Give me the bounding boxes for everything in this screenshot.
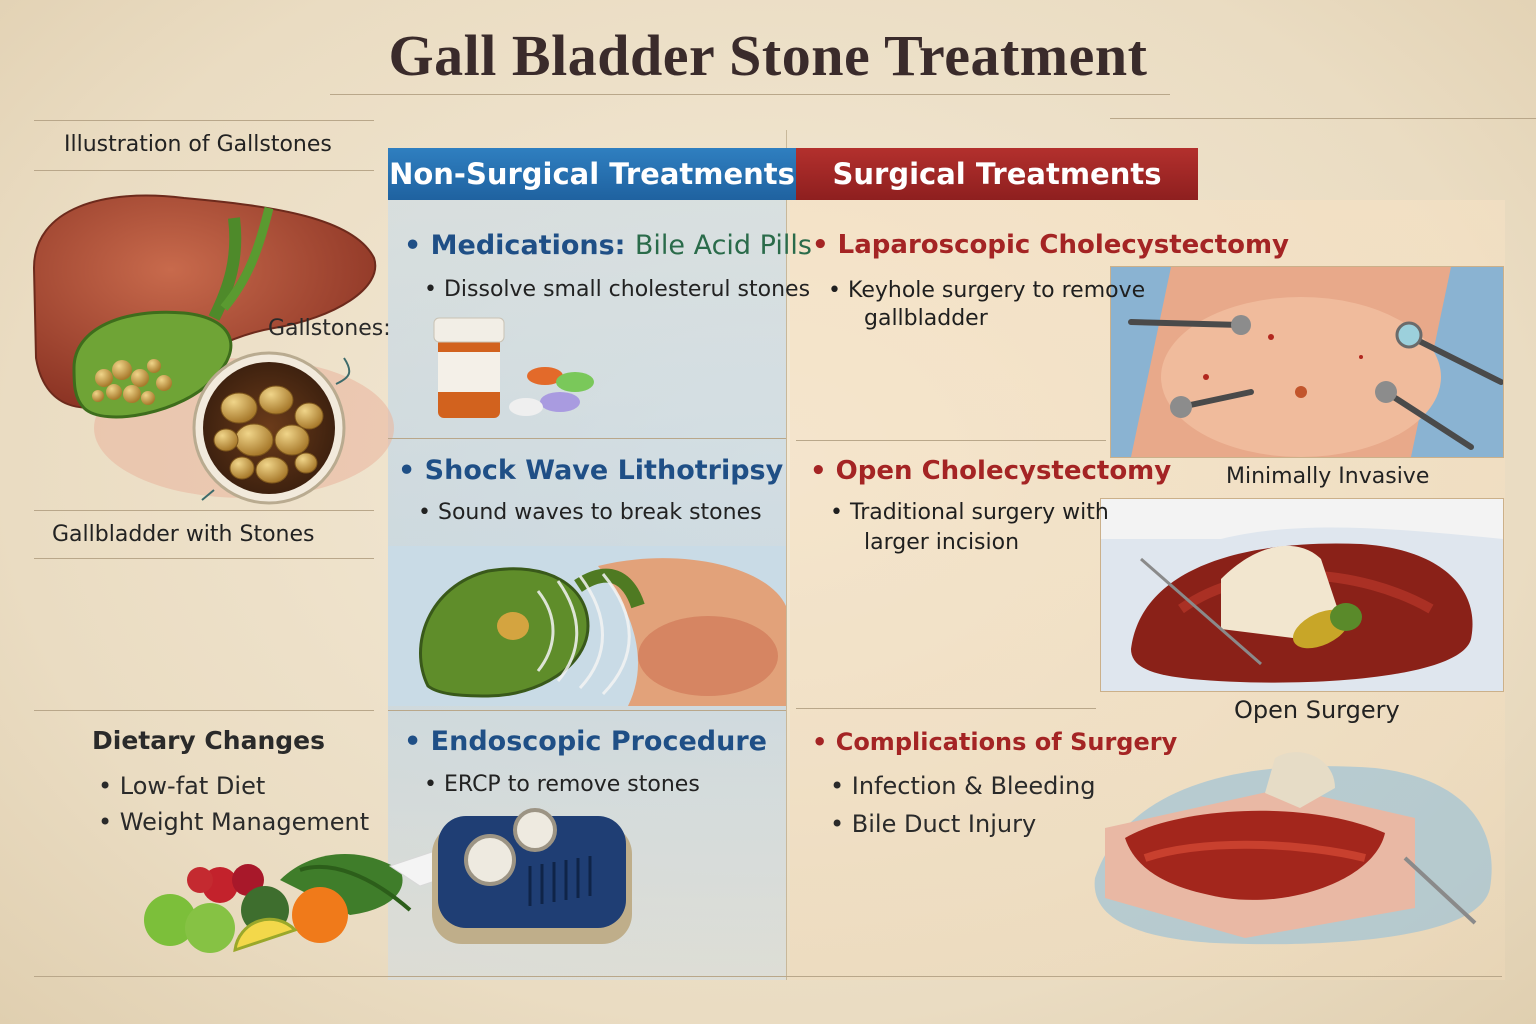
- surgical-header: Surgical Treatments: [796, 148, 1198, 200]
- endoscopic-title: • Endoscopic Procedure: [404, 726, 767, 757]
- top-right-rule: [1110, 118, 1536, 119]
- medications-title: • Medications: Bile Acid Pills: [404, 230, 812, 261]
- non-surgical-header: Non-Surgical Treatments: [388, 148, 796, 200]
- open-surgery-detail: • Traditional surgery with: [830, 500, 1109, 525]
- complication-item: • Bile Duct Injury: [830, 810, 1037, 838]
- open-surgery-caption: Open Surgery: [1234, 696, 1400, 724]
- endoscopy-device-image: [388, 808, 632, 944]
- laparoscopic-caption: Minimally Invasive: [1226, 464, 1430, 489]
- laparoscopic-detail: • Keyhole surgery to remove: [828, 278, 1146, 303]
- lithotripsy-detail: • Sound waves to break stones: [418, 500, 762, 525]
- medications-detail: • Dissolve small cholesterul stones: [424, 277, 811, 302]
- open-surgery-detail-line2: larger incision: [864, 530, 1020, 555]
- vegetables-fruit-image: [144, 853, 412, 953]
- open-surgery-image: [1100, 498, 1504, 692]
- laparoscopic-title: • Laparoscopic Cholecystectomy: [812, 230, 1290, 260]
- title-rule: [330, 94, 1170, 95]
- page-title: Gall Bladder Stone Treatment: [388, 23, 1148, 88]
- laparoscopic-image: [1110, 266, 1504, 458]
- endoscopic-detail: • ERCP to remove stones: [424, 772, 700, 797]
- complications-image: [1094, 752, 1492, 945]
- gallstones-illustration: [32, 194, 394, 505]
- complications-title: • Complications of Surgery: [812, 728, 1178, 756]
- bottom-rule: [34, 976, 1502, 977]
- gallstones-label: Gallstones:: [268, 316, 391, 341]
- column-divider: [786, 130, 787, 980]
- lithotripsy-title: • Shock Wave Lithotripsy: [398, 455, 784, 486]
- lithotripsy-image: [388, 546, 786, 706]
- open-surgery-title: • Open Cholecystectomy: [810, 456, 1172, 486]
- complication-item: • Infection & Bleeding: [830, 772, 1096, 800]
- pills-image: [433, 317, 594, 418]
- dietary-item: • Weight Management: [98, 808, 370, 836]
- dietary-item: • Low-fat Diet: [98, 772, 266, 800]
- illustration-caption: Illustration of Gallstones: [64, 132, 332, 157]
- gallbladder-caption: Gallbladder with Stones: [52, 522, 315, 547]
- dietary-title: Dietary Changes: [92, 726, 325, 755]
- laparoscopic-detail-line2: gallbladder: [864, 306, 988, 331]
